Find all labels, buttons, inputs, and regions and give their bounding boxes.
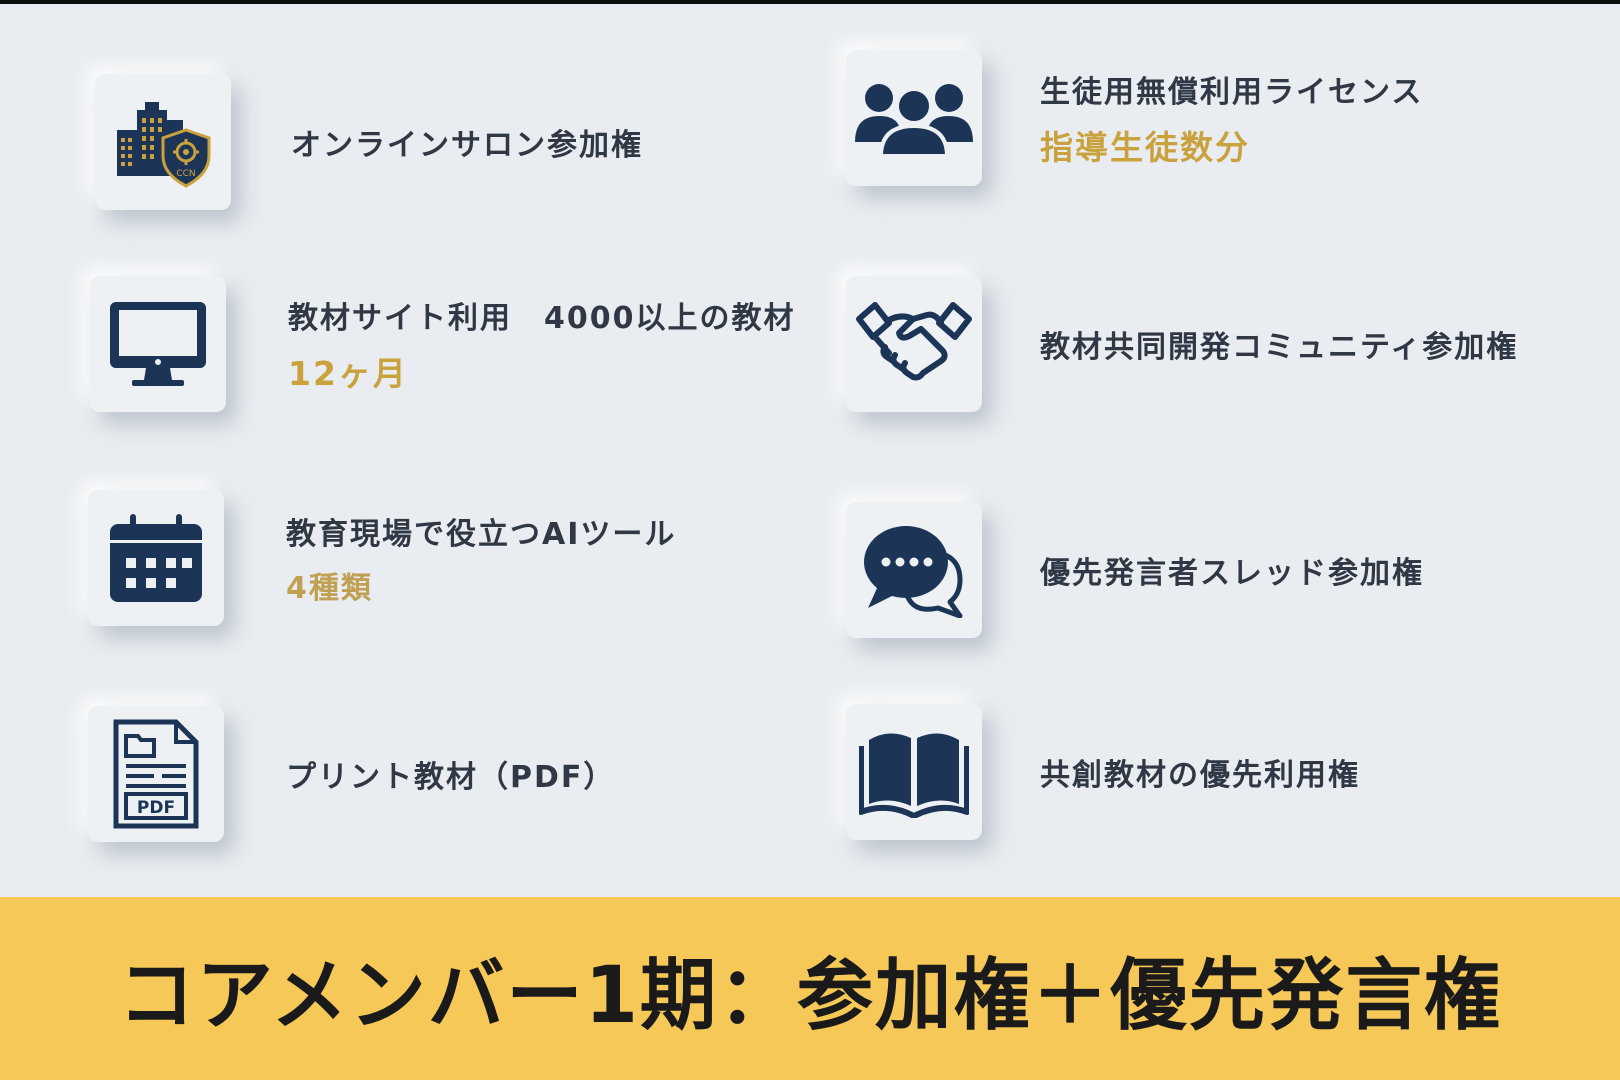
bottom-banner: コアメンバー1期：参加権＋優先発言権: [0, 897, 1620, 1080]
monitor-icon: [110, 302, 206, 386]
icon-tile: [88, 490, 224, 626]
icon-tile: [846, 704, 982, 840]
top-border: [0, 0, 1620, 4]
pdf-badge-text: PDF: [137, 798, 175, 818]
feature-highlight: 4種類: [286, 571, 373, 606]
feature-title: 教材共同開発コミュニティ参加権: [1040, 330, 1519, 365]
handshake-icon: [856, 302, 972, 381]
chat-bubbles-icon: [864, 526, 963, 618]
icon-tile: [846, 276, 982, 412]
icon-tile: [90, 276, 226, 412]
feature-priority-thread: 優先発言者スレッド参加権: [846, 502, 1424, 638]
feature-title: プリント教材（PDF）: [286, 760, 616, 795]
feature-print-materials: PDF プリント教材（PDF）: [88, 706, 615, 842]
icon-tile: [846, 502, 982, 638]
feature-highlight: 指導生徒数分: [1040, 128, 1250, 167]
calendar-icon: [110, 514, 202, 602]
icon-tile: CCN: [95, 74, 231, 210]
feature-title: オンラインサロン参加権: [291, 128, 643, 163]
people-group-icon: [855, 84, 973, 158]
open-book-icon: [859, 733, 969, 818]
ccn-badge-text: CCN: [176, 169, 195, 179]
icon-tile: [846, 50, 982, 186]
feature-highlight: 12ヶ月: [288, 354, 408, 393]
feature-materials-site: 教材サイト利用 4000以上の教材 12ヶ月: [90, 276, 796, 412]
banner-text: コアメンバー1期：参加権＋優先発言権: [117, 950, 1503, 1041]
feature-title: 教育現場で役立つAIツール: [286, 517, 677, 552]
feature-co-created-materials: 共創教材の優先利用権: [846, 704, 1360, 840]
feature-co-development: 教材共同開発コミュニティ参加権: [846, 276, 1518, 412]
feature-ai-tools: 教育現場で役立つAIツール 4種類: [88, 490, 676, 626]
feature-title: 教材サイト利用 4000以上の教材: [288, 301, 796, 336]
feature-title: 共創教材の優先利用権: [1040, 758, 1360, 793]
building-shield-icon: CCN: [117, 102, 211, 188]
feature-title: 優先発言者スレッド参加権: [1040, 556, 1424, 591]
icon-tile: PDF: [88, 706, 224, 842]
feature-student-license: 生徒用無償利用ライセンス 指導生徒数分: [846, 50, 1423, 186]
pdf-document-icon: PDF: [113, 719, 199, 829]
feature-title: 生徒用無償利用ライセンス: [1040, 75, 1424, 110]
feature-online-salon: CCN オンラインサロン参加権: [95, 74, 643, 210]
